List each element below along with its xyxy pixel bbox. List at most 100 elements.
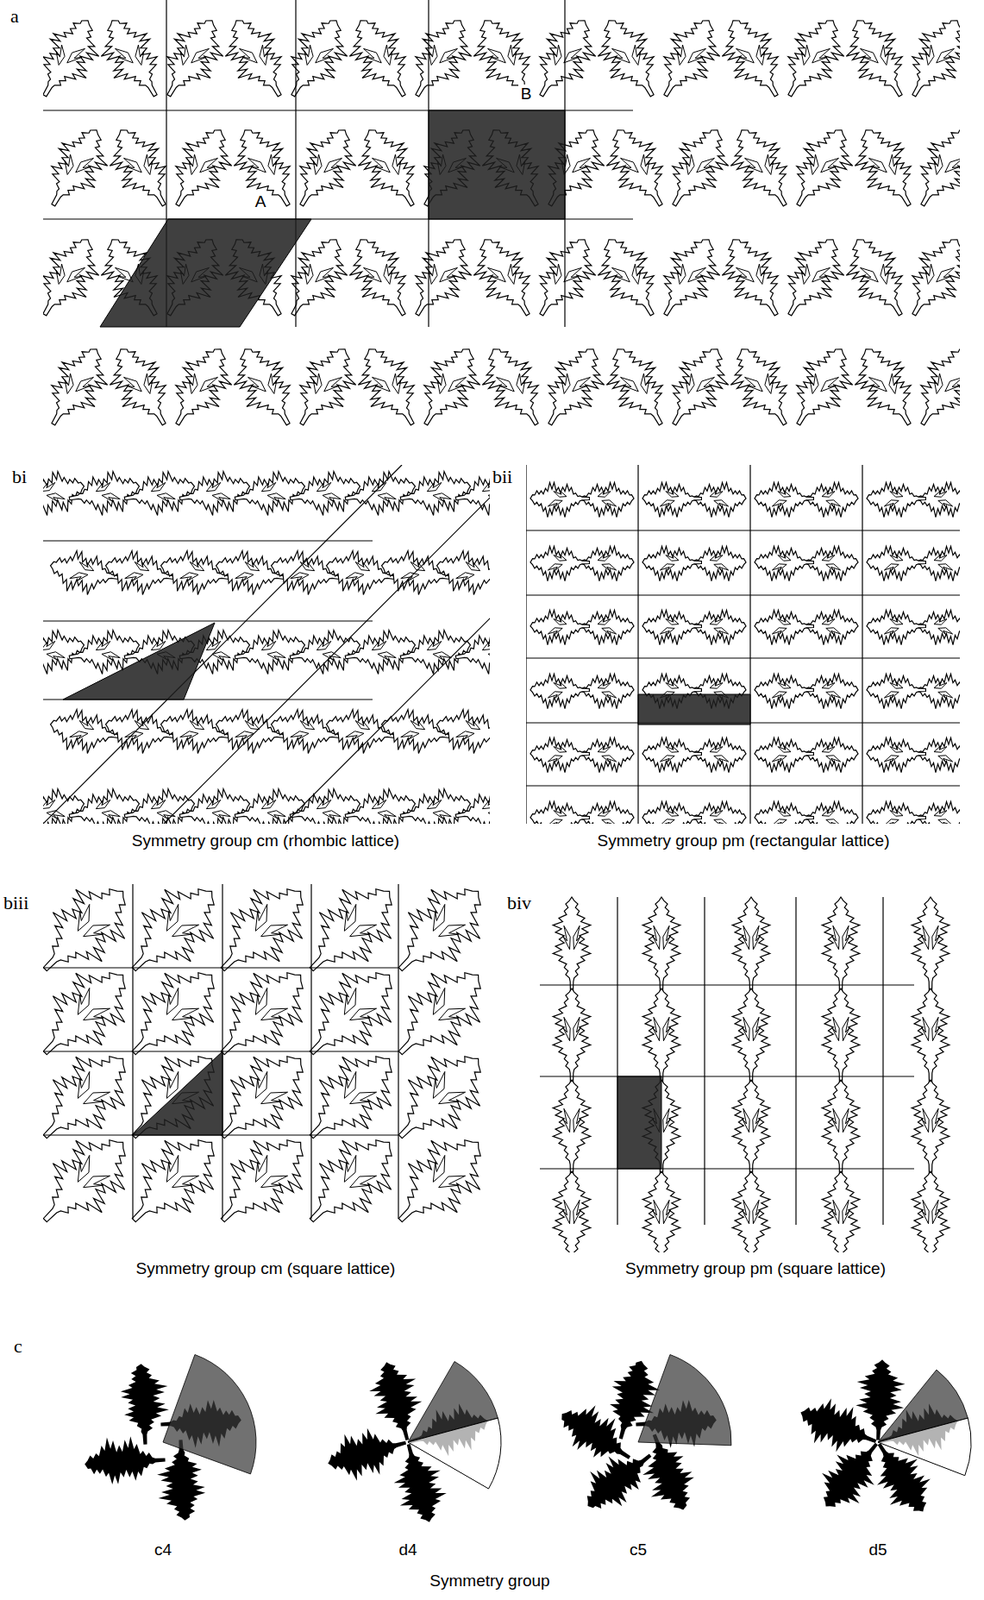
leaf-motif (645, 227, 733, 328)
leaf-motif (452, 467, 490, 521)
leaf-vein (299, 43, 318, 66)
leaf-outline (452, 467, 490, 521)
leaf-vein (362, 263, 383, 287)
leaf-vein (171, 1000, 201, 1029)
leaf-motif (902, 118, 960, 219)
leaf-vein (938, 755, 953, 763)
leaf-vein (821, 617, 835, 625)
leaf-motif (866, 545, 926, 581)
leaf-vein (742, 1016, 751, 1041)
leaf-vein (804, 153, 823, 176)
leaf-motif (397, 784, 475, 824)
leaf-outline (405, 337, 493, 429)
leaf-vein (553, 808, 567, 816)
panel-caption: Symmetry group cm (rhombic lattice) (129, 831, 402, 851)
leaf-outline (97, 337, 185, 429)
leaf-outline (213, 8, 301, 109)
leaf-motif (902, 337, 960, 429)
leaf-outline (911, 1171, 950, 1253)
leaf-vein (260, 481, 277, 492)
panel-caption: Symmetry group pm (rectangular lattice) (595, 831, 893, 851)
leaf-outline (488, 546, 490, 601)
leaf-vein (212, 808, 232, 821)
leaf-motif (396, 227, 484, 328)
leaf-vein (842, 1016, 851, 1041)
leaf-motif (66, 467, 144, 521)
leaf-motif (687, 801, 746, 824)
leaf-vein (323, 372, 344, 396)
leaf-vein (335, 986, 364, 1016)
leaf-motif (101, 546, 179, 601)
leaf-outline (46, 546, 124, 601)
leaf-vein (379, 263, 398, 285)
leaf-vein (619, 153, 640, 177)
leaf-vein (553, 553, 567, 561)
leaf-motif (121, 467, 199, 521)
leaf-vein (122, 372, 143, 396)
leaf-vein (370, 153, 391, 177)
leaf-outline (769, 8, 857, 109)
leaf-vein (883, 691, 899, 699)
leaf-vein (188, 560, 206, 571)
leaf-motif (46, 705, 124, 759)
leaf-motif (198, 1117, 326, 1245)
lattice-line (526, 529, 960, 531)
leaf-vein (423, 263, 442, 285)
leaf-motif (345, 337, 433, 429)
leaf-outline (66, 467, 144, 521)
leaf-vein (377, 650, 397, 662)
leaf-vein (933, 681, 947, 689)
leaf-vein (59, 153, 78, 176)
leaf-outline (594, 118, 682, 219)
group-label: d4 (398, 1540, 417, 1560)
leaf-vein (597, 617, 611, 625)
leaf-outline (645, 8, 733, 109)
leaf-outline (552, 1171, 591, 1253)
leaf-vein (205, 481, 222, 492)
leaf-vein (315, 481, 333, 492)
leaf-motif (43, 1117, 148, 1245)
leaf-vein (438, 916, 467, 946)
leaf-vein (432, 808, 452, 821)
leaf-motif (452, 784, 490, 824)
leaf-motif (397, 467, 475, 521)
leaf-vein (804, 372, 823, 395)
leaf-outline (911, 1079, 950, 1177)
leaf-vein (139, 153, 158, 176)
leaf-vein (665, 617, 679, 625)
leaf-outline (287, 626, 364, 680)
leaf-vein (68, 1070, 98, 1099)
leaf-motif (337, 8, 425, 109)
leaf-vein (663, 925, 671, 949)
leaf-motif (43, 337, 120, 429)
leaf-outline (821, 988, 860, 1085)
leaf-vein (379, 43, 398, 66)
leaf-motif (221, 337, 309, 429)
leaf-outline (530, 737, 590, 772)
rosette (67, 1346, 259, 1538)
leaf-outline (97, 118, 185, 219)
leaf-motif (287, 883, 414, 994)
leaf-motif (866, 609, 926, 645)
leaf-motif (821, 1079, 860, 1177)
leaf-outline (397, 467, 475, 521)
leaf-motif (43, 883, 148, 994)
leaf-motif (585, 227, 673, 328)
leaf-motif (231, 467, 309, 521)
leaf-outline (642, 988, 681, 1085)
leaf-motif (156, 337, 245, 429)
leaf-outline (833, 227, 922, 328)
leaf-vein (663, 1108, 671, 1132)
leaf-outline (109, 883, 237, 994)
leaf-vein (133, 560, 151, 571)
leaf-vein (547, 263, 566, 285)
leaf-outline (530, 545, 590, 581)
leaf-motif (267, 705, 345, 759)
lattice-line (861, 464, 863, 824)
leaf-motif (405, 337, 493, 429)
leaf-motif (43, 8, 112, 109)
leaf-outline (88, 8, 176, 109)
leaf-motif (552, 1171, 591, 1253)
leaf-vein (150, 481, 167, 492)
leaf-motif (821, 988, 860, 1085)
